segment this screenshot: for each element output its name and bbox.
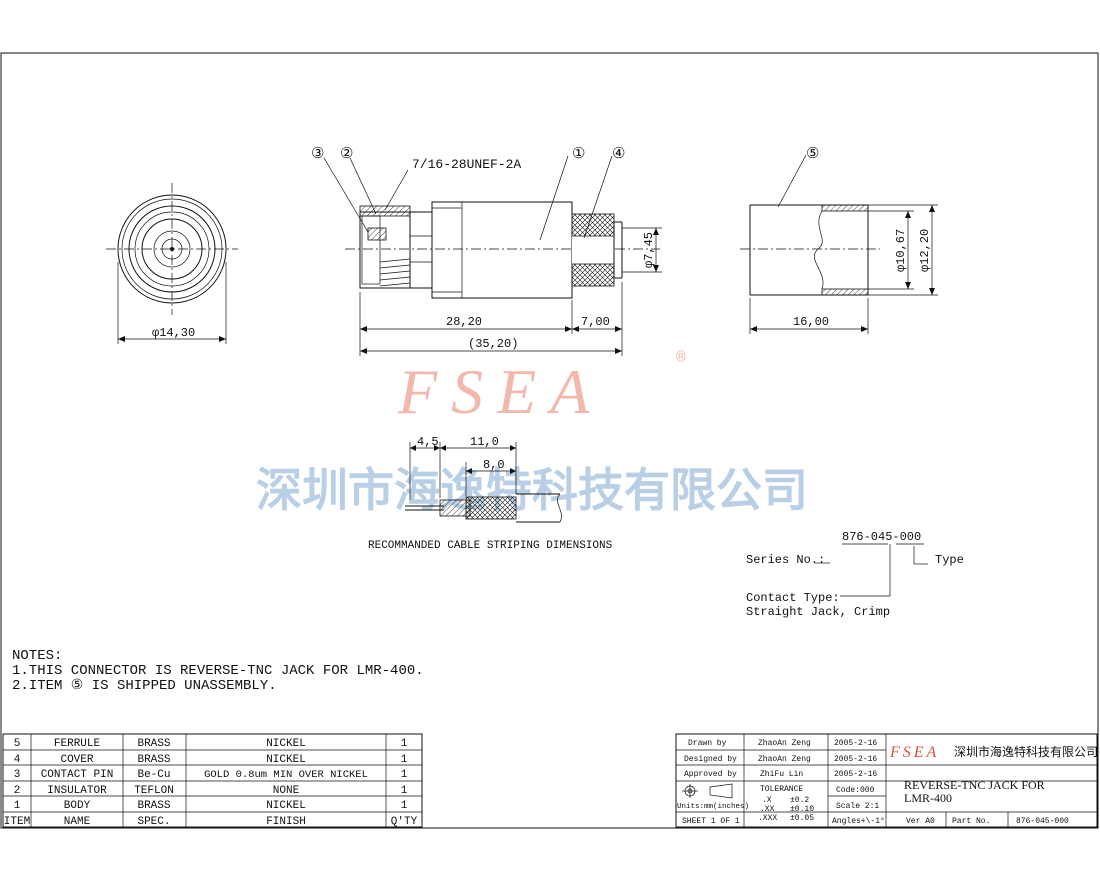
bom-row-3-spec: Be-Cu — [137, 769, 170, 781]
drawn-name: ZhaoAn Zeng — [758, 739, 811, 748]
strip-caption: RECOMMANDED CABLE STRIPING DIMENSIONS — [368, 540, 613, 552]
series-diagram: 876-045-000 Series No.: Type Contact Typ… — [746, 530, 964, 619]
designed-date: 2005-2-16 — [834, 755, 877, 764]
bom-row-1-qty: 1 — [401, 800, 408, 812]
dim-front-diameter: φ14,30 — [152, 326, 195, 340]
bom-row-3-qty: 1 — [401, 769, 408, 781]
dim-crimp-diameter: φ7,45 — [642, 232, 656, 268]
cable-strip-view: 4,5 11,0 8,0 RECOMMANDED CABLE STRIPING … — [368, 435, 613, 552]
approved-name: ZhiFu Lin — [760, 770, 803, 779]
callout-1: ① — [572, 146, 585, 163]
tol-x-value: ±0.2 — [790, 796, 809, 805]
bom-row-3-finish: GOLD 0.8um MIN OVER NICKEL — [204, 769, 368, 781]
notes: NOTES: 1.THIS CONNECTOR IS REVERSE-TNC J… — [12, 648, 424, 694]
projection-symbol-icon — [682, 783, 733, 799]
dim-strip-b: 11,0 — [470, 435, 499, 449]
bom-row-4-finish: NICKEL — [266, 754, 306, 766]
dim-ferrule-outer: φ12,20 — [918, 229, 932, 272]
ver: Ver A0 — [906, 817, 935, 826]
approved-label: Approved by — [684, 770, 737, 779]
contact-type-label: Contact Type: — [746, 591, 840, 605]
watermark-brand: FSEA — [397, 356, 603, 427]
dim-ferrule-inner: φ10,67 — [894, 229, 908, 272]
tolerance-title: TOLERANCE — [760, 785, 803, 794]
sheet-border — [0, 52, 1099, 829]
bom-row-4-item: 4 — [14, 754, 21, 766]
approved-date: 2005-2-16 — [834, 770, 877, 779]
tol-x-label: .X — [762, 796, 772, 805]
title-logo: FSEA — [889, 744, 939, 761]
tol-xxx-value: ±0.05 — [790, 814, 814, 823]
dim-strip-c: 8,0 — [483, 458, 505, 472]
callout-3: ③ — [311, 146, 324, 163]
tol-xx-label: .XX — [760, 805, 775, 814]
code: Code:000 — [836, 786, 875, 795]
bom-row-2-finish: NONE — [273, 785, 300, 797]
bom-table: 5 FERRULE BRASS NICKEL 1 4 COVER BRASS N… — [2, 733, 423, 828]
title-company: 深圳市海逸特科技有限公司 — [954, 744, 1098, 759]
note-1: 1.THIS CONNECTOR IS REVERSE-TNC JACK FOR… — [12, 663, 424, 679]
dim-overall-length: (35,20) — [468, 337, 518, 351]
callout-thread: 7/16-28UNEF-2A — [412, 157, 521, 172]
bom-row-2-qty: 1 — [401, 785, 408, 797]
series-number: 876-045-000 — [842, 530, 921, 544]
callout-5: ⑤ — [806, 146, 819, 163]
bom-row-2-item: 2 — [14, 785, 21, 797]
watermark-company: 深圳市海逸特科技有限公司 — [256, 463, 808, 517]
bom-row-3-name: CONTACT PIN — [41, 769, 114, 781]
tol-xxx-label: .XXX — [758, 814, 777, 823]
scale: Scale 2:1 — [836, 802, 879, 811]
series-label: Series No.: — [746, 553, 825, 567]
bom-row-5-qty: 1 — [401, 738, 408, 750]
dim-ferrule-length: 7,00 — [581, 315, 610, 329]
front-view: φ14,30 — [106, 183, 238, 344]
note-2: 2.ITEM ⑤ IS SHIPPED UNASSEMBLY. — [12, 678, 277, 694]
title-line-2: LMR-400 — [904, 791, 952, 805]
designed-label: Designed by — [684, 755, 737, 764]
bom-row-2-name: INSULATOR — [47, 785, 107, 797]
bom-row-4-qty: 1 — [401, 754, 408, 766]
bom-header-name: NAME — [64, 816, 91, 828]
bom-row-1-name: BODY — [64, 800, 91, 812]
bom-row-5-finish: NICKEL — [266, 738, 306, 750]
bom-header-finish: FINISH — [266, 816, 306, 828]
units: Units:mm(inches) — [677, 803, 749, 811]
part-no: 876-045-000 — [1016, 817, 1069, 826]
connector-side-view: ③ ② 7/16-28UNEF-2A ① ④ φ7,45 28,20 7,00 … — [311, 146, 662, 356]
drawn-date: 2005-2-16 — [834, 739, 877, 748]
callout-4: ④ — [612, 146, 625, 163]
notes-heading: NOTES: — [12, 648, 62, 664]
bom-row-3-item: 3 — [14, 769, 21, 781]
bom-row-1-item: 1 — [14, 800, 21, 812]
bom-header-item: ITEM — [4, 816, 30, 828]
callout-2: ② — [340, 146, 353, 163]
bom-row-5-item: 5 — [14, 738, 21, 750]
designed-name: ZhaoAn Zeng — [758, 755, 811, 764]
title-block: Drawn by ZhaoAn Zeng 2005-2-16 Designed … — [675, 733, 1098, 828]
bom-row-2-spec: TEFLON — [134, 785, 174, 797]
dim-strip-a: 4,5 — [417, 435, 439, 449]
title-line-1: REVERSE-TNC JACK FOR — [904, 778, 1045, 792]
dim-ferrule-length-16: 16,00 — [793, 315, 829, 329]
ferrule-view: φ10,67 φ12,20 16,00 ⑤ — [740, 146, 938, 334]
tol-xx-value: ±0.10 — [790, 805, 814, 814]
part-label: Part No. — [952, 817, 990, 826]
bom-header-spec: SPEC. — [137, 816, 170, 828]
bom-row-4-spec: BRASS — [137, 754, 170, 766]
bom-row-4-name: COVER — [60, 754, 93, 766]
angles: Angles+\-1° — [832, 817, 885, 826]
bom-row-5-spec: BRASS — [137, 738, 170, 750]
sheet-label: SHEET 1 OF 1 — [682, 817, 740, 826]
type-label: Type — [935, 553, 964, 567]
watermark: FSEA ® 深圳市海逸特科技有限公司 — [256, 349, 808, 517]
drawn-label: Drawn by — [688, 739, 727, 748]
contact-type-value: Straight Jack, Crimp — [746, 605, 890, 619]
dim-body-length: 28,20 — [446, 315, 482, 329]
bom-header-qty: Q'TY — [391, 816, 418, 828]
bom-row-1-finish: NICKEL — [266, 800, 306, 812]
watermark-reg: ® — [676, 349, 686, 367]
bom-row-5-name: FERRULE — [54, 738, 101, 750]
bom-row-1-spec: BRASS — [137, 800, 170, 812]
